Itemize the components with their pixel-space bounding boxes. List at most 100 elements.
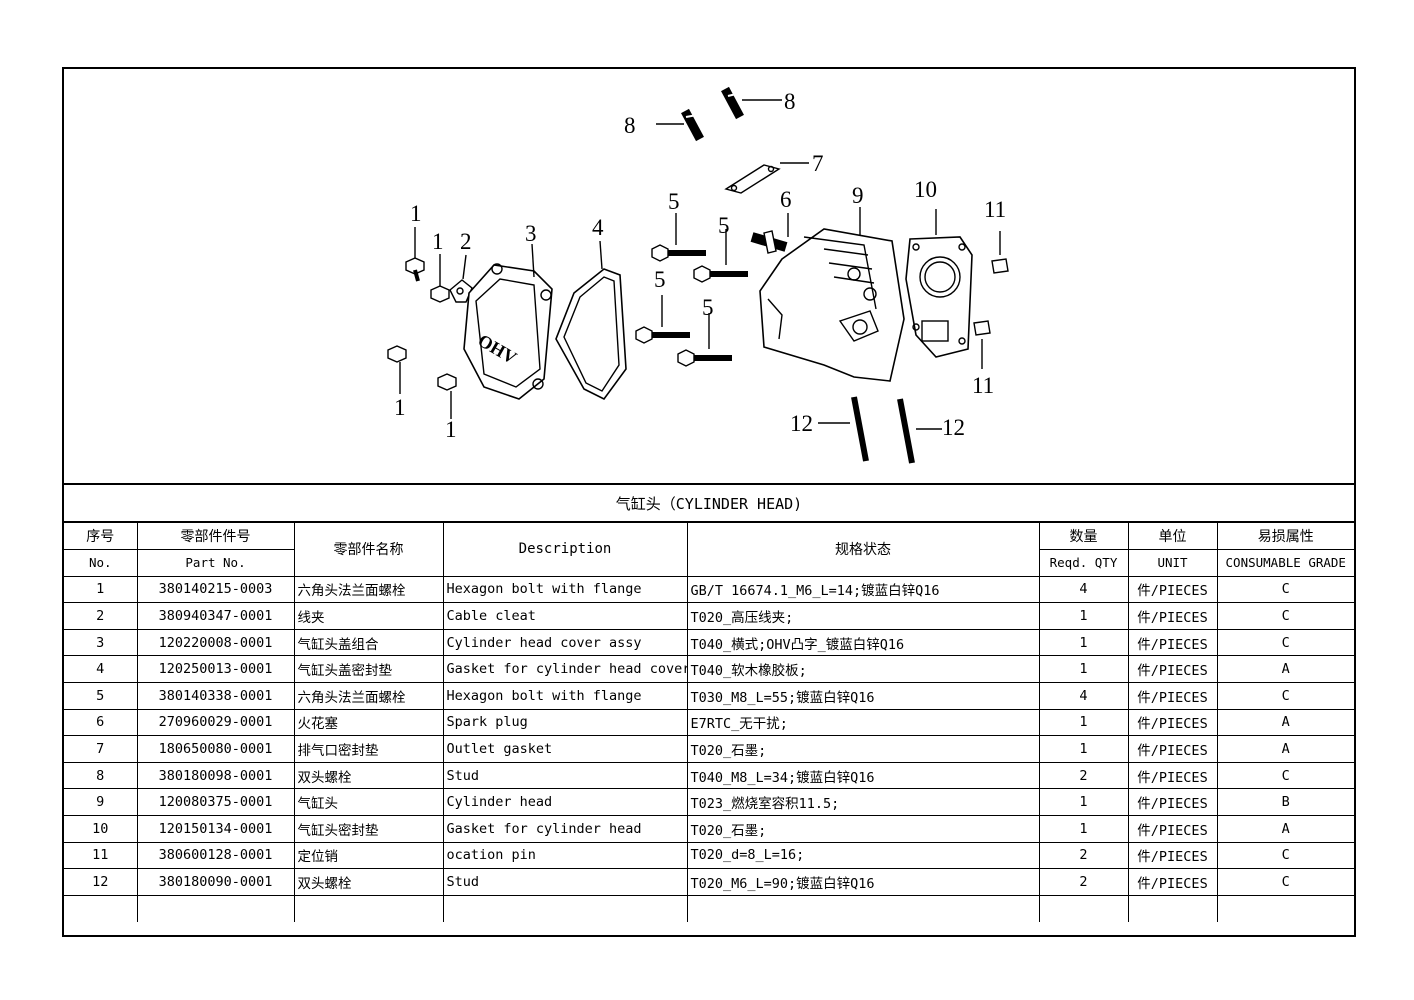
stud-12-right — [897, 398, 915, 464]
callout-12-left: 12 — [790, 411, 813, 436]
location-pin-11-b — [973, 320, 991, 336]
empty-cell — [1127, 894, 1218, 922]
row-qty: 1 — [1038, 815, 1129, 843]
row-grade: C — [1216, 682, 1354, 710]
header-grade-en: CONSUMABLE GRADE — [1216, 549, 1354, 577]
row-grade: C — [1216, 575, 1354, 604]
callout-1-c: 1 — [394, 395, 406, 420]
empty-cell — [686, 894, 1040, 922]
bolt-5-d — [677, 349, 732, 367]
header-name-cn: 零部件名称 — [293, 523, 444, 577]
header-qty-cn: 数量 — [1038, 523, 1129, 551]
row-spec: T020_石墨; — [686, 815, 1040, 843]
parts-sheet: OHV — [62, 67, 1356, 937]
row-part-no: 120220008-0001 — [136, 628, 295, 657]
row-name-cn: 气缸头盖组合 — [293, 628, 444, 657]
callout-5-c: 5 — [654, 267, 666, 292]
row-description: ocation pin — [442, 841, 688, 870]
row-part-no: 380940347-0001 — [136, 602, 295, 630]
row-description: Hexagon bolt with flange — [442, 575, 688, 604]
row-spec: T020_石墨; — [686, 735, 1040, 763]
header-description: Description — [442, 523, 688, 577]
row-spec: T020_d=8_L=16; — [686, 841, 1040, 870]
header-row-en: No. Part No. Reqd. QTY UNIT CONSUMABLE G… — [64, 549, 1354, 577]
row-spec: T020_高压线夹; — [686, 602, 1040, 630]
cylinder-head-cover-3: OHV — [463, 263, 553, 400]
header-no-cn: 序号 — [64, 523, 138, 551]
row-name-cn: 六角头法兰面螺栓 — [293, 575, 444, 604]
row-name-cn: 双头螺栓 — [293, 761, 444, 790]
row-no: 2 — [64, 602, 138, 630]
bolt-1-b — [430, 254, 450, 303]
header-part-en: Part No. — [136, 549, 295, 577]
row-name-cn: 排气口密封垫 — [293, 735, 444, 763]
callout-11-b: 11 — [972, 373, 994, 398]
row-description: Cylinder head — [442, 788, 688, 817]
row-unit: 件/PIECES — [1127, 868, 1218, 896]
callout-1-d: 1 — [445, 417, 457, 442]
callout-6: 6 — [780, 187, 792, 212]
stud-8-right — [721, 86, 744, 120]
spark-plug-6 — [750, 230, 788, 254]
bolt-5-c — [635, 326, 690, 344]
bolt-1-a — [405, 227, 425, 282]
callout-2: 2 — [460, 229, 472, 254]
empty-cell — [136, 894, 295, 922]
callout-8-left: 8 — [624, 113, 636, 138]
row-no: 5 — [64, 682, 138, 710]
callout-11-a: 11 — [984, 197, 1006, 222]
row-description: Hexagon bolt with flange — [442, 682, 688, 710]
callout-1-b: 1 — [432, 229, 444, 254]
row-name-cn: 气缸头 — [293, 788, 444, 817]
row-description: Gasket for cylinder head — [442, 815, 688, 843]
row-no: 4 — [64, 655, 138, 684]
row-unit: 件/PIECES — [1127, 815, 1218, 843]
row-no: 1 — [64, 575, 138, 604]
callout-12-right: 12 — [942, 415, 965, 440]
row-part-no: 380600128-0001 — [136, 841, 295, 870]
row-spec: T040_横式;OHV凸字_镀蓝白锌Q16 — [686, 628, 1040, 657]
empty-cell — [64, 894, 138, 922]
row-unit: 件/PIECES — [1127, 735, 1218, 763]
row-qty: 4 — [1038, 575, 1129, 604]
header-grade-cn: 易损属性 — [1216, 523, 1354, 551]
row-part-no: 380180098-0001 — [136, 761, 295, 790]
row-qty: 1 — [1038, 602, 1129, 630]
empty-cell — [293, 894, 444, 922]
row-qty: 2 — [1038, 761, 1129, 790]
row-name-cn: 六角头法兰面螺栓 — [293, 682, 444, 710]
row-spec: T023_燃烧室容积11.5; — [686, 788, 1040, 817]
row-grade: A — [1216, 735, 1354, 763]
table-title-text: 气缸头（CYLINDER HEAD) — [615, 494, 803, 513]
row-grade: A — [1216, 655, 1354, 684]
header-unit-en: UNIT — [1127, 549, 1218, 577]
header-no-en: No. — [64, 549, 138, 577]
exploded-view-drawing: OHV — [387, 86, 1009, 464]
row-grade: C — [1216, 602, 1354, 630]
bolt-1-c — [387, 345, 407, 394]
row-unit: 件/PIECES — [1127, 628, 1218, 657]
row-spec: T030_M8_L=55;镀蓝白锌Q16 — [686, 682, 1040, 710]
row-part-no: 120080375-0001 — [136, 788, 295, 817]
row-unit: 件/PIECES — [1127, 761, 1218, 790]
row-grade: C — [1216, 841, 1354, 870]
row-spec: T040_M8_L=34;镀蓝白锌Q16 — [686, 761, 1040, 790]
row-part-no: 380140338-0001 — [136, 682, 295, 710]
row-qty: 2 — [1038, 841, 1129, 870]
row-no: 8 — [64, 761, 138, 790]
row-no: 3 — [64, 628, 138, 657]
row-unit: 件/PIECES — [1127, 841, 1218, 870]
empty-table-row — [64, 894, 1354, 922]
row-grade: B — [1216, 788, 1354, 817]
row-qty: 4 — [1038, 682, 1129, 710]
row-no: 6 — [64, 708, 138, 737]
location-pin-11-a — [991, 258, 1009, 274]
row-part-no: 270960029-0001 — [136, 708, 295, 737]
row-name-cn: 线夹 — [293, 602, 444, 630]
